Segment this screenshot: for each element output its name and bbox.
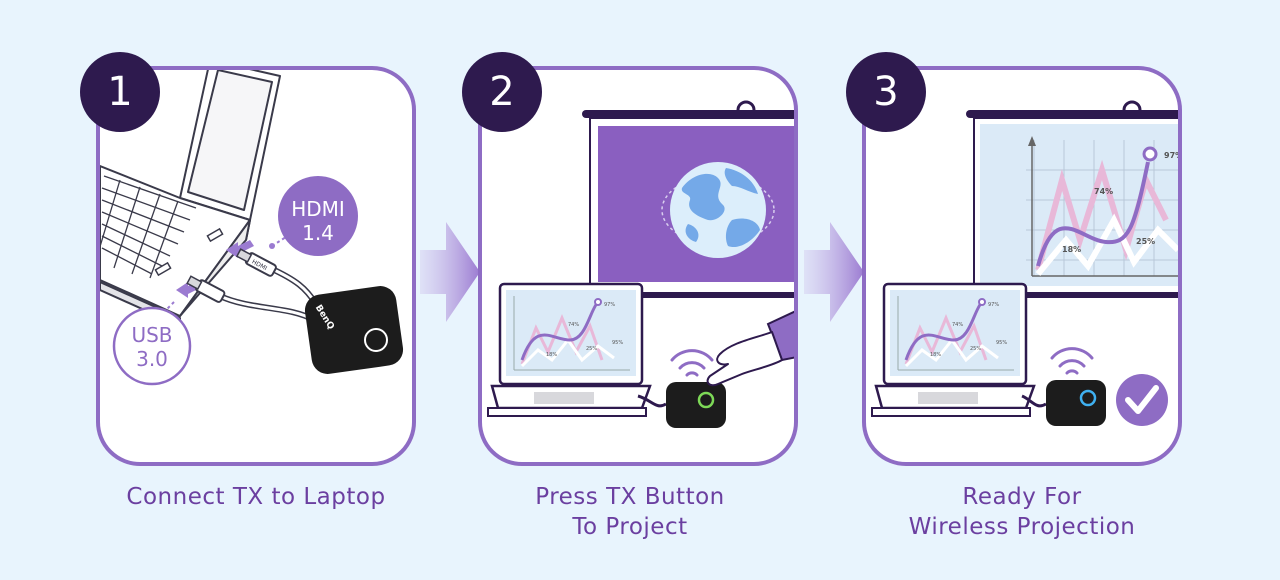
- usb-label-line2: 3.0: [136, 347, 168, 371]
- screen-label-74: 74%: [1094, 187, 1113, 196]
- step-3-badge: 3: [846, 52, 926, 132]
- laptop-hdmi-port: [206, 227, 224, 243]
- laptop-usb-port: [154, 261, 172, 277]
- mini-label-18: 18%: [546, 352, 557, 358]
- mini-label-18: 18%: [930, 352, 941, 358]
- screen-label-25: 25%: [1136, 237, 1155, 246]
- tx-dongle-icon: BenQ: [304, 286, 404, 374]
- mini-label-25: 25%: [970, 346, 981, 352]
- hdmi-label-line1: HDMI: [291, 197, 345, 221]
- hdmi-plug: HDMI: [235, 248, 277, 277]
- wifi-icon: [1050, 347, 1094, 375]
- step-3-caption-line2: Wireless Projection: [908, 514, 1136, 540]
- step-3-illustration: 97% 74% 18% 25% 97% 74% 18% 25% 95%: [871, 100, 1178, 426]
- step-2-caption-line1: Press TX Button: [535, 484, 725, 510]
- step-2-caption: Press TX Button To Project: [450, 482, 810, 542]
- mini-chart: [513, 296, 630, 371]
- step-3-panel: 97% 74% 18% 25% 97% 74% 18% 25% 95%: [862, 66, 1182, 466]
- step-1-illustration: HDMI BenQ HDMI 1.4 USB 3.0: [100, 70, 404, 386]
- laptop-icon: [487, 282, 652, 417]
- hand-icon: [706, 310, 794, 387]
- step-1-caption: Connect TX to Laptop: [76, 482, 436, 512]
- wifi-icon: [670, 349, 714, 377]
- screen-label-97: 97%: [1164, 151, 1178, 160]
- tx-dongle-icon: [666, 382, 726, 428]
- mini-label-95: 95%: [612, 340, 623, 346]
- hdmi-label-line2: 1.4: [302, 221, 334, 245]
- step-3-caption: Ready For Wireless Projection: [842, 482, 1202, 542]
- mini-label-97: 97%: [988, 302, 999, 308]
- laptop-keyboard: [100, 175, 197, 279]
- step-1-panel: HDMI BenQ HDMI 1.4 USB 3.0: [96, 66, 416, 466]
- screen-label-18: 18%: [1062, 245, 1081, 254]
- step-3-caption-line1: Ready For: [962, 484, 1082, 510]
- usb-label-line1: USB: [131, 323, 172, 347]
- step-2-panel: 97% 74% 18% 25% 95%: [478, 66, 798, 466]
- arrow-right-icon: [420, 222, 480, 322]
- globe-icon: [661, 162, 775, 258]
- mini-label-74: 74%: [568, 322, 579, 328]
- mini-label-95: 95%: [996, 340, 1007, 346]
- step-1-badge: 1: [80, 52, 160, 132]
- usb-plug: [186, 275, 226, 303]
- tx-dongle-icon: [1046, 380, 1106, 426]
- step-2-caption-line2: To Project: [572, 514, 688, 540]
- mini-chart: [897, 296, 1014, 371]
- usb-badge: [112, 306, 192, 386]
- hdmi-cable: [267, 265, 319, 307]
- mini-label-25: 25%: [586, 346, 597, 352]
- step-2-illustration: 97% 74% 18% 25% 95%: [487, 100, 794, 428]
- checkmark-icon: [1116, 374, 1168, 426]
- step-2-badge: 2: [462, 52, 542, 132]
- mini-label-74: 74%: [952, 322, 963, 328]
- arrow-right-icon: [804, 222, 864, 322]
- hdmi-badge: [278, 176, 358, 256]
- laptop-icon: [871, 282, 1036, 417]
- screen-chart: [1026, 136, 1178, 277]
- step-1-caption-line1: Connect TX to Laptop: [126, 484, 386, 510]
- mini-label-97: 97%: [604, 302, 615, 308]
